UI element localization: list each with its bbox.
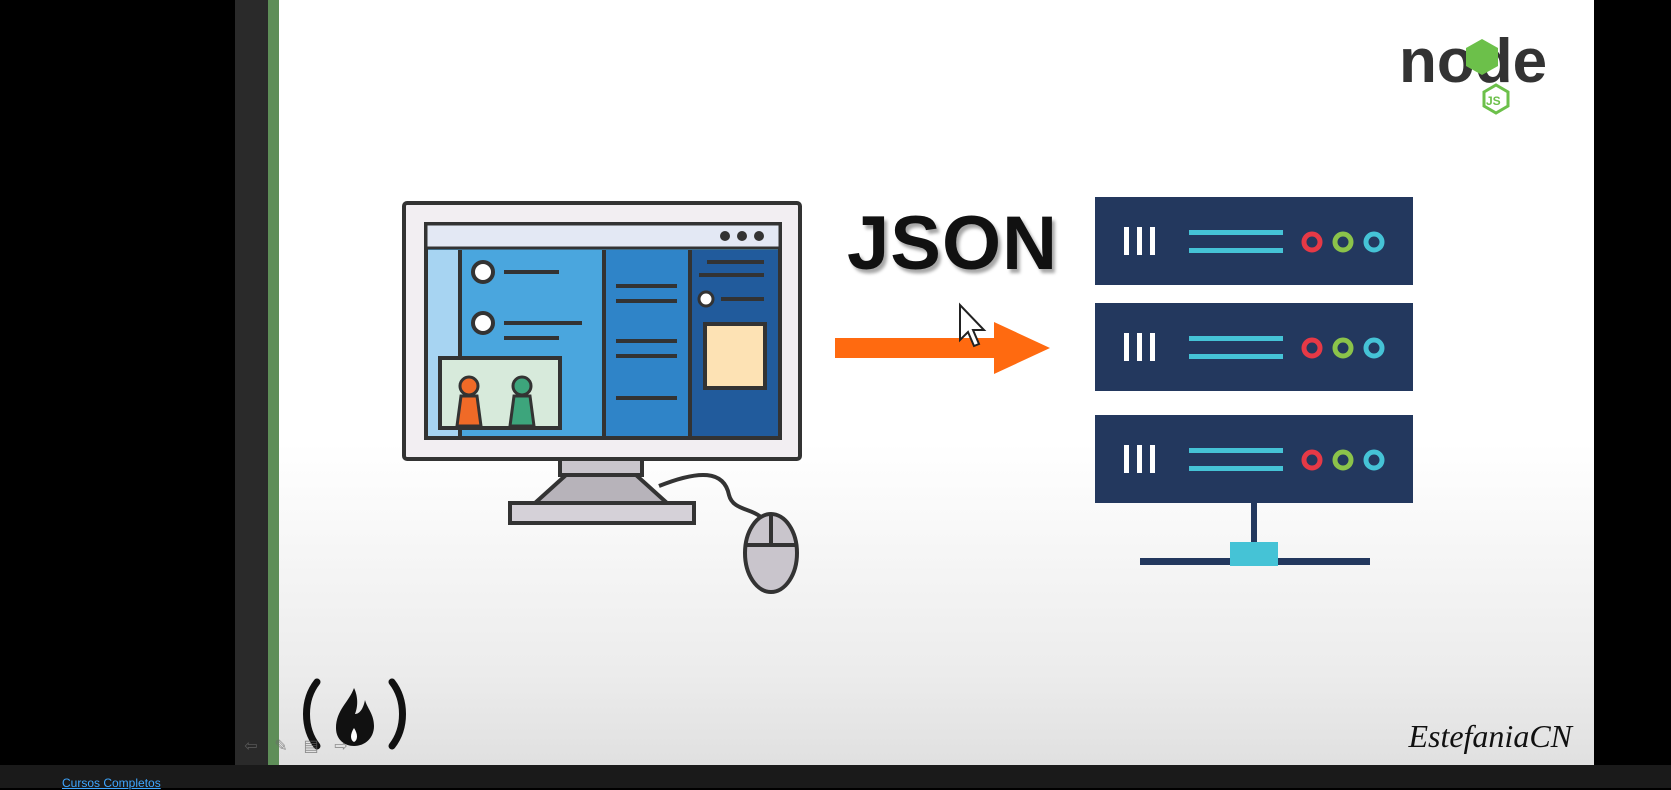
cursos-completos-link[interactable]: Cursos Completos — [62, 776, 161, 790]
computer-monitor-icon — [402, 201, 802, 594]
nodejs-logo: node JS — [1399, 27, 1547, 115]
author-signature: EstefaniaCN — [1408, 718, 1572, 754]
arrow-right-icon[interactable]: ⇨ — [334, 738, 348, 755]
presentation-slide: node JS — [279, 0, 1594, 765]
slides-icon[interactable]: ▤ — [303, 738, 319, 755]
slide-navigation: ⇦ ✎ ▤ ⇨ — [240, 738, 360, 758]
server-rack-icon — [1095, 197, 1413, 566]
server-unit — [1095, 415, 1413, 503]
bottom-bar — [0, 765, 1671, 788]
server-unit — [1095, 303, 1413, 391]
mouse-cursor-icon — [959, 302, 987, 348]
arrow-left-icon[interactable]: ⇦ — [244, 738, 258, 755]
arrow-right-icon — [835, 322, 1050, 374]
slide-illustration: node JS — [303, 27, 1547, 750]
video-player[interactable]: node JS — [0, 0, 1671, 765]
json-label: JSON — [847, 201, 1058, 286]
pen-icon[interactable]: ✎ — [274, 738, 288, 755]
green-accent-bar — [268, 0, 279, 765]
server-unit — [1095, 197, 1413, 285]
freecodecamp-logo — [303, 678, 406, 750]
nodejs-logo-badge: JS — [1486, 94, 1501, 108]
